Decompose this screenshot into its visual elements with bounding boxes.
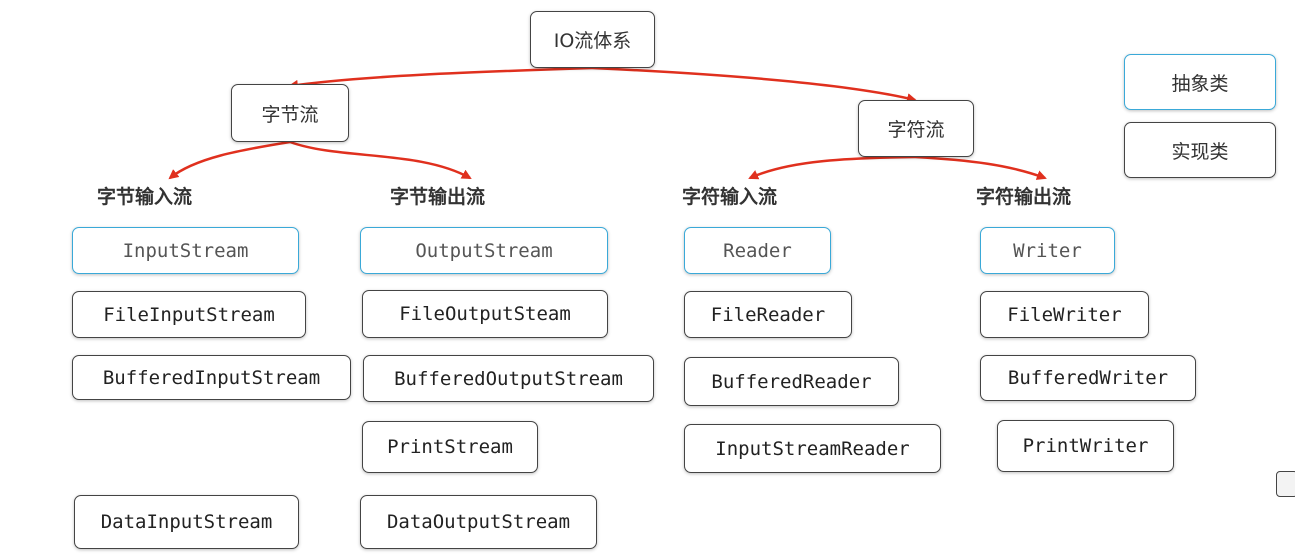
class-buffered-reader: BufferedReader <box>684 357 899 406</box>
class-print-writer: PrintWriter <box>997 420 1174 472</box>
arrow-char-to-input <box>748 155 916 180</box>
class-data-output-stream: DataOutputStream <box>360 495 597 549</box>
class-data-input-stream: DataInputStream <box>74 495 299 549</box>
class-label: BufferedOutputStream <box>394 367 623 390</box>
class-label: InputStream <box>122 239 249 262</box>
class-print-stream: PrintStream <box>362 421 538 473</box>
char-stream-label: 字符流 <box>887 119 945 141</box>
app-corner-icon[interactable] <box>1276 471 1295 497</box>
class-label: Writer <box>1013 239 1082 262</box>
class-buffered-output-stream: BufferedOutputStream <box>363 355 654 402</box>
class-file-output-steam: FileOutputSteam <box>362 290 608 338</box>
root-node: IO流体系 <box>530 11 655 68</box>
class-reader: Reader <box>684 227 831 274</box>
class-label: FileInputStream <box>103 303 275 326</box>
class-label: BufferedWriter <box>1007 367 1169 389</box>
class-buffered-input-stream: BufferedInputStream <box>72 355 351 400</box>
class-label: FileWriter <box>1007 303 1122 326</box>
class-file-reader: FileReader <box>684 291 852 338</box>
class-output-stream: OutputStream <box>360 227 608 274</box>
class-label: FileOutputSteam <box>399 303 571 325</box>
arrow-byte-to-input <box>168 140 291 180</box>
class-label: FileReader <box>710 303 826 326</box>
heading-byte-input: 字节输入流 <box>97 186 193 208</box>
class-label: BufferedInputStream <box>102 366 321 389</box>
char-stream-node: 字符流 <box>858 100 974 157</box>
class-file-input-stream: FileInputStream <box>72 291 306 338</box>
legend-abstract-class: 抽象类 <box>1124 54 1276 110</box>
class-input-stream-reader: InputStreamReader <box>684 424 941 473</box>
class-buffered-writer: BufferedWriter <box>980 355 1196 401</box>
class-writer: Writer <box>980 227 1115 274</box>
class-label: OutputStream <box>415 239 553 262</box>
arrow-char-to-output <box>914 155 1047 180</box>
class-input-stream: InputStream <box>72 227 299 274</box>
legend-abstract-label: 抽象类 <box>1171 72 1229 95</box>
root-label: IO流体系 <box>553 30 632 52</box>
arrow-byte-to-output <box>289 140 472 180</box>
class-label: PrintStream <box>387 436 513 458</box>
arrow-root-to-byte <box>288 66 593 90</box>
byte-stream-node: 字节流 <box>231 84 349 142</box>
heading-char-output: 字符输出流 <box>976 186 1072 208</box>
class-label: BufferedReader <box>711 370 872 393</box>
arrow-root-to-char <box>591 66 917 103</box>
class-label: InputStreamReader <box>715 437 910 460</box>
class-label: DataInputStream <box>100 511 273 533</box>
heading-byte-output: 字节输出流 <box>390 186 486 208</box>
byte-stream-label: 字节流 <box>261 103 319 126</box>
class-label: PrintWriter <box>1022 435 1149 457</box>
heading-char-input: 字符输入流 <box>682 186 778 208</box>
legend-concrete-label: 实现类 <box>1171 140 1229 163</box>
legend-concrete-class: 实现类 <box>1124 122 1276 178</box>
class-file-writer: FileWriter <box>980 291 1149 338</box>
class-label: Reader <box>723 239 792 262</box>
class-label: DataOutputStream <box>386 511 571 533</box>
